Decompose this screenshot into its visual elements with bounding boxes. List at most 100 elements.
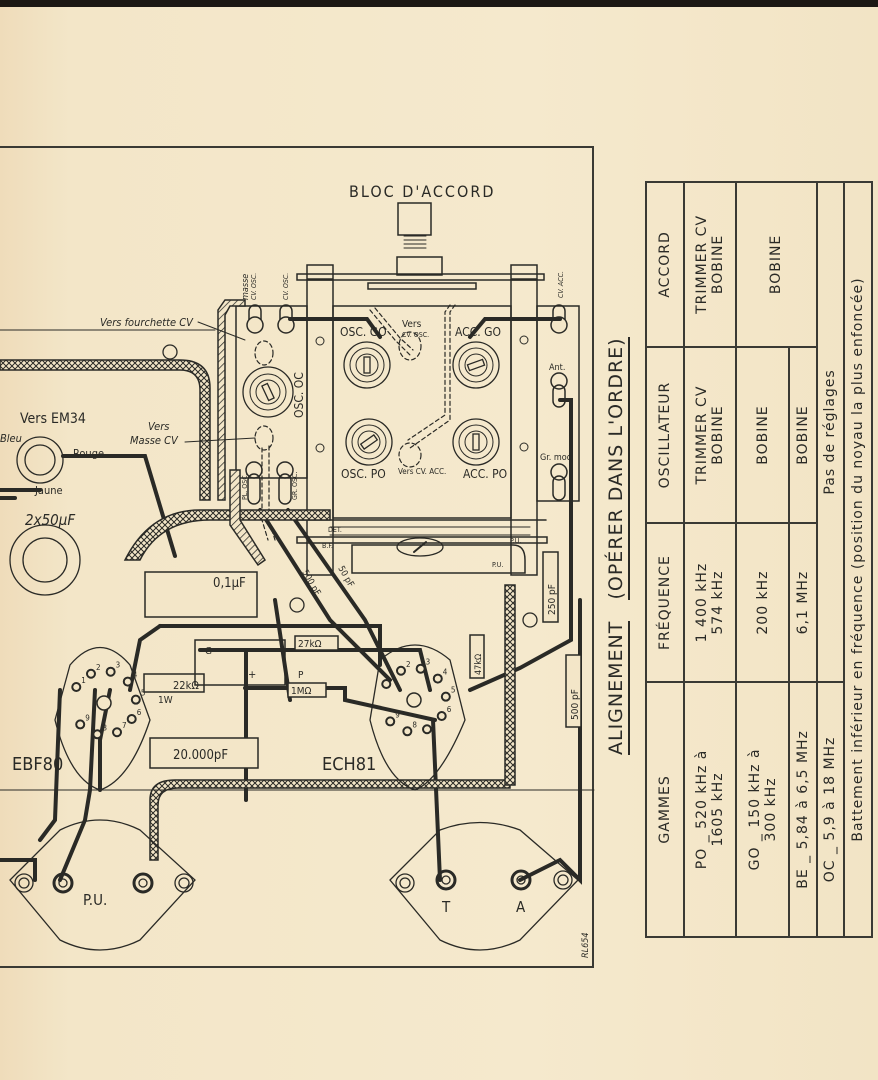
tuning-block <box>235 202 580 576</box>
trimmer-osc-po <box>345 418 393 466</box>
header-accord: ACCORD <box>646 182 684 347</box>
ech81-pin-label: 2 <box>406 660 411 669</box>
svg-text:P.U.: P.U. <box>83 891 107 909</box>
cell-oscillateur: BOBINE <box>736 346 789 524</box>
ebf80-pin-label: 9 <box>85 713 90 722</box>
ech81-pin-3 <box>415 663 426 674</box>
em34-socket <box>16 436 64 484</box>
svg-text:PL. OSC.: PL. OSC. <box>241 473 249 500</box>
svg-text:OSC. OC: OSC. OC <box>292 372 306 418</box>
svg-text:masse: masse <box>241 274 251 300</box>
svg-text:P: P <box>298 670 304 681</box>
alignment-table-wrapper: GAMMES FRÉQUENCE OSCILLATEUR ACCORD PO _… <box>645 181 873 938</box>
ech81-pin-2 <box>395 665 406 676</box>
ech81-pin-label: 3 <box>426 658 431 667</box>
header-frequence: FRÉQUENCE <box>646 523 684 682</box>
tube-ebf80 <box>54 646 151 791</box>
ech81-pin-label: 5 <box>451 686 456 695</box>
lug-gr-osc <box>276 461 294 505</box>
trimmer-acc-go <box>452 341 500 389</box>
components <box>143 551 582 769</box>
svg-text:22kΩ: 22kΩ <box>173 679 199 692</box>
trimmer-osc-go <box>343 341 391 389</box>
ech81-pin-6 <box>436 711 447 721</box>
svg-text:P.U.: P.U. <box>510 537 521 545</box>
ech81-pin-label: 6 <box>447 705 452 714</box>
svg-text:CV. ACC.: CV. ACC. <box>557 271 565 298</box>
svg-text:20.000pF: 20.000pF <box>173 748 228 763</box>
ech81-pin-label: 9 <box>395 710 400 719</box>
alignment-table: GAMMES FRÉQUENCE OSCILLATEUR ACCORD PO _… <box>645 181 873 938</box>
ebf80-pin-label: 2 <box>96 663 101 672</box>
svg-text:Vers: Vers <box>148 420 169 433</box>
header-oscillateur: OSCILLATEUR <box>646 346 684 524</box>
svg-text:2x50µF: 2x50µF <box>25 511 75 529</box>
svg-text:EBF80: EBF80 <box>12 754 63 775</box>
svg-text:Rouge: Rouge <box>73 447 104 460</box>
ebf80-pin-3 <box>105 666 116 677</box>
ebf80-pin-label: 4 <box>133 671 138 680</box>
svg-text:1W: 1W <box>158 695 173 706</box>
cell-gamme: OC _ 5,9 à 18 MHz <box>816 681 845 937</box>
ebf80-pin-label: 8 <box>102 723 107 732</box>
alignment-title: ALIGNEMENT (OPÉRER DANS L'ORDRE) <box>605 337 630 755</box>
pointer-line <box>184 437 256 443</box>
svg-text:GR. OSC.: GR. OSC. <box>291 472 299 500</box>
ebf80-pin-label: 6 <box>137 708 142 717</box>
table-header-row: GAMMES FRÉQUENCE OSCILLATEUR ACCORD <box>646 182 684 937</box>
svg-text:Jaune: Jaune <box>34 484 63 497</box>
svg-text:Vers fourchette CV: Vers fourchette CV <box>100 316 194 329</box>
lug-gr-mod <box>550 463 568 501</box>
svg-text:ACC. GO: ACC. GO <box>455 325 501 339</box>
svg-text:Ant.: Ant. <box>549 363 565 373</box>
svg-text:47kΩ: 47kΩ <box>474 654 484 675</box>
cell-no-adjustment: Pas de réglages <box>816 182 845 682</box>
cell-gamme: BE _ 5,84 à 6,5 MHz <box>788 681 817 937</box>
svg-text:Vers CV. ACC.: Vers CV. ACC. <box>398 467 446 476</box>
ebf80-pin-6 <box>126 714 137 724</box>
cap-2x50-can <box>9 524 81 596</box>
ebf80-pin-8 <box>92 729 103 740</box>
ebf80-pin-4 <box>122 676 133 687</box>
scan-top-edge <box>0 0 878 7</box>
ebf80-pin-label: 3 <box>116 661 121 670</box>
lug-masse-cv-osc <box>246 304 264 334</box>
svg-text:P.U.: P.U. <box>492 561 503 569</box>
ech81-pin-label: 8 <box>412 720 417 729</box>
svg-text:Bleu: Bleu <box>0 432 22 445</box>
svg-text:A: A <box>516 898 526 916</box>
ebf80-pin-7 <box>112 727 123 738</box>
svg-text:OSC. PO: OSC. PO <box>341 467 386 481</box>
ech81-pin-label: 4 <box>443 668 448 677</box>
svg-text:Gr. mod: Gr. mod <box>540 453 572 463</box>
cell-frequence: 6,1 MHz <box>788 523 817 682</box>
svg-text:DET.: DET. <box>328 526 342 534</box>
pointer-line <box>197 321 246 341</box>
svg-text:CV. OSC.: CV. OSC. <box>250 273 258 300</box>
table-row: OC _ 5,9 à 18 MHz Pas de réglages <box>816 182 845 937</box>
ech81-pin-5 <box>440 691 451 702</box>
svg-text:T: T <box>441 898 451 916</box>
svg-text:27kΩ: 27kΩ <box>298 639 322 650</box>
ebf80-pin-2 <box>85 668 96 679</box>
cell-frequence: 200 kHz <box>736 523 789 682</box>
socket-t-a <box>389 821 579 951</box>
cell-accord: BOBINE <box>736 182 817 347</box>
ech81-pin-7 <box>422 724 433 735</box>
ebf80-pin-label: 5 <box>141 689 146 698</box>
ech81-pin-1 <box>381 679 392 689</box>
svg-text:CV. OSC.: CV. OSC. <box>402 331 429 339</box>
ech81-pin-9 <box>385 716 396 727</box>
alignment-title-main: ALIGNEMENT <box>605 620 630 755</box>
svg-text:250 pF: 250 pF <box>547 584 558 615</box>
ech81-pin-label: 1 <box>391 673 396 682</box>
svg-text:G: G <box>205 646 212 657</box>
ebf80-pin-label: 7 <box>122 721 127 730</box>
svg-text:–: – <box>272 644 277 657</box>
block-title: BLOC D'ACCORD <box>349 182 495 201</box>
